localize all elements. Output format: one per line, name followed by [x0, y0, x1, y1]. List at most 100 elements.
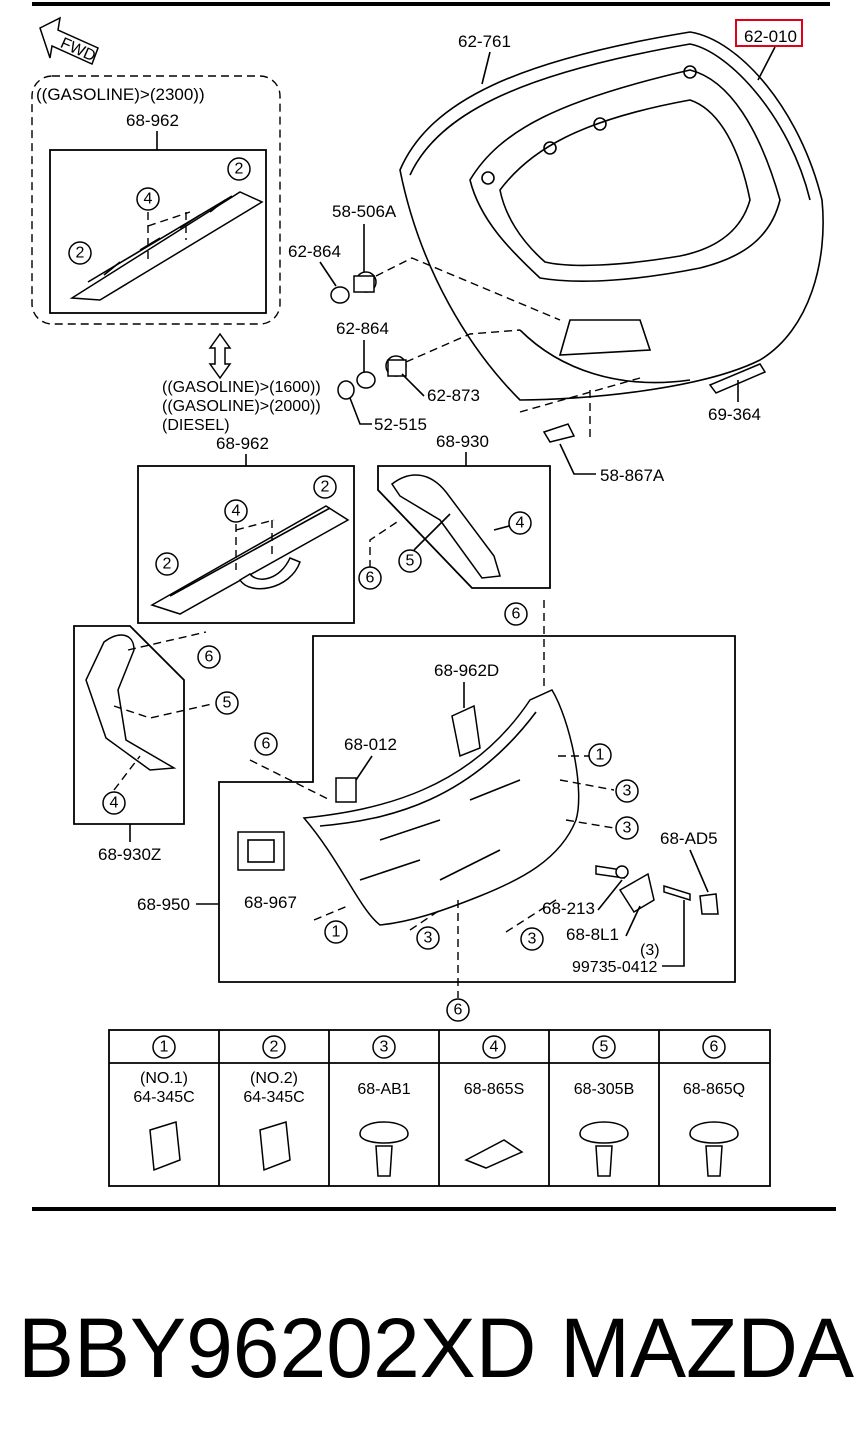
ref-4-callout: 4 [110, 795, 119, 812]
side-trim-68-930Z [85, 634, 177, 771]
ref-6-callout: 6 [512, 606, 521, 623]
ref-6-callout: 6 [454, 1002, 463, 1019]
switch-68-012 [335, 777, 357, 803]
condition-1: ((GASOLINE)>(1600)) [162, 379, 321, 396]
fastener-part-number: 64-345C [133, 1089, 194, 1106]
label-68-AD5: 68-AD5 [660, 829, 718, 848]
label-68-213: 68-213 [542, 899, 595, 918]
highlight-box [735, 19, 803, 47]
bumper-58-506A [353, 271, 377, 293]
trim-68-930Z-box [73, 625, 185, 825]
ref-1-callout: 1 [596, 747, 605, 764]
label-62-010: 62-010 [744, 27, 797, 46]
handle-68-962D [451, 704, 481, 758]
condition-2: ((GASOLINE)>(2000)) [162, 398, 321, 415]
plug-52-515 [337, 380, 355, 400]
inset-condition: ((GASOLINE)>(2300)) [36, 85, 205, 104]
fastener-cell: 1 (NO.1) 64-345C [133, 1035, 195, 1172]
ref-6-callout: 6 [205, 649, 214, 666]
fastener-sub: (NO.2) [250, 1070, 298, 1087]
fastener-number: 2 [270, 1039, 279, 1056]
ref-1-callout: 1 [332, 924, 341, 941]
fastener-table [108, 1029, 771, 1187]
label-62-864-b: 62-864 [336, 319, 389, 338]
ref-2-callout: 2 [321, 479, 330, 496]
part-number: BBY96202XD [18, 1301, 537, 1395]
inset-box [49, 149, 267, 314]
condition-3: (DIESEL) [162, 417, 230, 434]
weatherstrip-69-364 [708, 363, 767, 394]
fastener-icon [689, 1121, 739, 1177]
ref-4-callout: 4 [516, 515, 525, 532]
label-quantity-3: (3) [640, 942, 660, 959]
motor-68-967 [237, 831, 285, 871]
fastener-icon [579, 1121, 629, 1177]
fastener-part-number: 68-865S [464, 1081, 525, 1098]
bolt-68-213 [595, 865, 629, 879]
garnish-68-962-box [137, 465, 355, 624]
fastener-part-number: 68-865Q [683, 1081, 745, 1098]
garnish-68-962 [150, 505, 350, 615]
fastener-cell: 4 68-865S [464, 1035, 525, 1169]
ref-5-callout: 5 [223, 695, 232, 712]
fastener-sub: (NO.1) [140, 1070, 188, 1087]
label-68-930: 68-930 [436, 432, 489, 451]
cap-62-864-a [330, 286, 350, 304]
fastener-part-number: 64-345C [243, 1089, 304, 1106]
ref-2-callout: 2 [163, 556, 172, 573]
label-68-950: 68-950 [137, 895, 190, 914]
ref-6-callout: 6 [366, 570, 375, 587]
label-99735-0412: 99735-0412 [572, 959, 658, 976]
ref-3-callout: 3 [623, 783, 632, 800]
label-68-962: 68-962 [216, 434, 269, 453]
ref-3-callout: 3 [424, 930, 433, 947]
label-68-8L1: 68-8L1 [566, 925, 619, 944]
fastener-icon [259, 1121, 291, 1172]
cap-62-864-b [356, 371, 376, 389]
fastener-cell: 2 (NO.2) 64-345C [243, 1035, 305, 1172]
brand-name: MAZDA [560, 1301, 854, 1395]
label-58-506A: 58-506A [332, 202, 397, 221]
ref-4-callout: 4 [232, 503, 241, 520]
inner-trim-68-950 [302, 689, 580, 926]
double-arrow-icon [208, 332, 232, 380]
label-52-515: 52-515 [374, 415, 427, 434]
fastener-cell: 3 68-AB1 [357, 1035, 411, 1177]
label-68-967: 68-967 [244, 893, 297, 912]
fastener-number: 5 [600, 1039, 609, 1056]
fastener-part-number: 68-AB1 [357, 1081, 410, 1098]
ref-3-callout: 3 [528, 931, 537, 948]
trim-68-930-box [377, 465, 551, 589]
fastener-cell: 6 68-865Q [683, 1035, 745, 1177]
bracket-58-867A [542, 423, 576, 443]
side-trim-68-930 [390, 474, 501, 579]
label-58-867A: 58-867A [600, 466, 665, 485]
ref-2-callout: 2 [235, 161, 244, 178]
gasoline-2300-inset [31, 75, 281, 325]
label-62-873: 62-873 [427, 386, 480, 405]
fastener-number: 3 [380, 1039, 389, 1056]
fastener-part-number: 68-305B [574, 1081, 635, 1098]
fastener-icon [464, 1139, 524, 1169]
bracket-68-8L1 [618, 872, 655, 914]
label-69-364: 69-364 [708, 405, 761, 424]
ref-4-callout: 4 [144, 191, 153, 208]
ref-2-callout: 2 [76, 245, 85, 262]
label-68-012: 68-012 [344, 735, 397, 754]
label-68-962D: 68-962D [434, 661, 499, 680]
bumper-62-873 [385, 355, 407, 377]
fastener-number: 1 [160, 1039, 169, 1056]
trim-68-950-box [218, 635, 736, 983]
fwd-arrow-icon: FWD [39, 16, 99, 65]
clip-68-AD5 [699, 893, 719, 915]
label-68-930Z: 68-930Z [98, 845, 161, 864]
liftgate-panel [399, 31, 824, 401]
fastener-icon [359, 1121, 409, 1177]
garnish-part-small [69, 191, 264, 301]
fastener-number: 4 [490, 1039, 499, 1056]
label-62-761: 62-761 [458, 32, 511, 51]
inset-part-label: 68-962 [126, 111, 179, 130]
fastener-cell: 5 68-305B [574, 1035, 635, 1177]
fastener-number: 6 [710, 1039, 719, 1056]
ref-3-callout: 3 [623, 820, 632, 837]
